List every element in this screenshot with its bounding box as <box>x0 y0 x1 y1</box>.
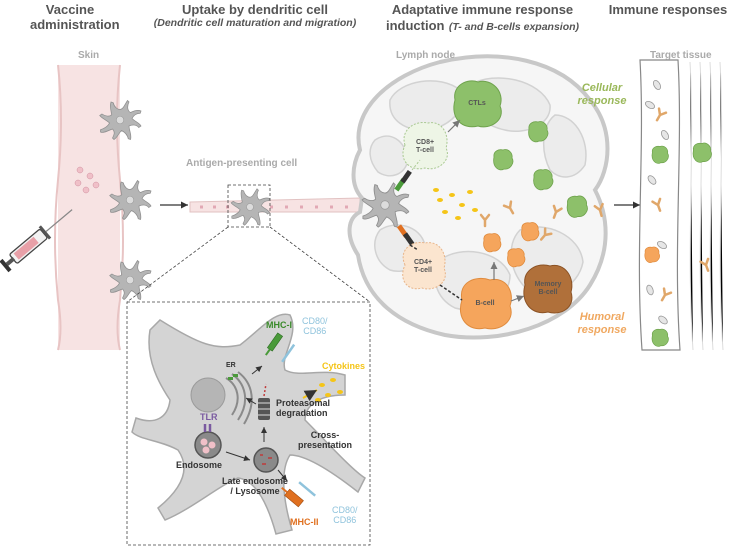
label-bcell: B-cell <box>475 300 495 307</box>
bcell <box>460 277 512 330</box>
syringe-icon <box>0 209 73 273</box>
label-skin: Skin <box>78 50 100 61</box>
cd80-top-icon <box>281 343 296 363</box>
label-memory-line1: Memory <box>534 281 562 288</box>
header-adaptive-line1: Adaptative immune response <box>391 2 574 17</box>
inset-label-cd80-top-line2: CD86 <box>303 326 327 336</box>
inset-nucleus <box>190 377 226 413</box>
inset-label-mhc2: MHC-II <box>290 517 319 527</box>
inset-label-late-endosome: Late endosome / Lysosome <box>222 476 288 496</box>
inset-label-cytokines: Cytokines <box>322 361 366 371</box>
label-humoral-line2: response <box>577 324 627 336</box>
cd8-tcell <box>402 121 448 170</box>
inset-endosome <box>194 431 222 459</box>
inset-label-late-endosome-line2: / Lysosome <box>230 486 280 496</box>
label-cd4: CD4+ T-cell <box>408 259 438 275</box>
label-lymph-node: Lymph node <box>396 50 456 61</box>
proteasome-icon <box>258 398 270 420</box>
skin-strip <box>58 65 120 350</box>
tlr-icon <box>203 424 212 432</box>
inset-label-mhc1: MHC-I <box>266 320 292 330</box>
label-ctls: CTLs <box>468 100 486 107</box>
header-adaptive-sub: (T- and B-cells expansion) <box>448 21 580 33</box>
mhc2-icon <box>281 486 304 508</box>
inset-label-cd80-top: CD80/ CD86 <box>302 316 328 336</box>
header-vaccine-line2: administration <box>30 17 120 32</box>
label-cellular-response: Cellular response <box>572 82 632 108</box>
inset-label-cd80-top-line1: CD80/ <box>302 316 328 326</box>
inset-label-proteasomal-line2: degradation <box>276 408 328 418</box>
inset-label-cd80-bottom-line2: CD86 <box>333 515 357 525</box>
header-uptake: Uptake by dendritic cell (Dendritic cell… <box>140 2 370 29</box>
inset-label-cd80-bottom-line1: CD80/ <box>332 505 358 515</box>
header-uptake-title: Uptake by dendritic cell <box>182 2 328 17</box>
header-adaptive-line2: induction (T- and B-cells expansion) <box>380 17 585 35</box>
mhc1-icon <box>265 332 284 356</box>
inset-late-endosome <box>253 447 279 473</box>
inset-label-tlr: TLR <box>200 412 218 422</box>
label-humoral-line1: Humoral <box>579 311 625 323</box>
target-vessel <box>638 59 681 351</box>
label-cellular-line2: response <box>577 95 627 107</box>
label-memory-bcell: Memory B-cell <box>530 281 566 297</box>
header-adaptive-induction: induction <box>385 18 445 33</box>
memory-bcell <box>523 264 573 314</box>
header-adaptive: Adaptative immune response induction (T-… <box>380 2 585 35</box>
inset-label-proteasomal-line1: Proteasomal <box>276 398 331 408</box>
inset-label-cross: Cross- presentation <box>298 430 352 450</box>
cd80-bottom-icon <box>298 481 316 497</box>
inset-label-endosome: Endosome <box>176 460 223 470</box>
label-cd8-line2: T-cell <box>416 147 434 154</box>
label-cd8-line1: CD8+ <box>415 139 435 146</box>
label-apc: Antigen-presenting cell <box>186 158 298 169</box>
inset-label-cross-line2: presentation <box>298 440 353 450</box>
cd4-tcell <box>402 241 446 290</box>
ctls-cell <box>453 80 502 128</box>
inset-label-er: ER <box>226 362 236 369</box>
inset-label-cross-line1: Cross- <box>310 430 340 440</box>
header-vaccine-line1: Vaccine <box>45 2 95 17</box>
label-cellular-line1: Cellular <box>581 82 623 94</box>
header-uptake-sub: (Dendritic cell maturation and migration… <box>153 17 357 29</box>
label-cd4-line1: CD4+ <box>413 259 433 266</box>
header-immune: Immune responses <box>608 2 728 17</box>
inset-label-late-endosome-line1: Late endosome <box>222 476 289 486</box>
label-target-tissue: Target tissue <box>650 50 712 61</box>
inset-label-cd80-bottom: CD80/ CD86 <box>332 505 358 525</box>
vaccine-particles <box>74 166 100 194</box>
label-humoral-response: Humoral response <box>572 311 632 337</box>
label-cd8: CD8+ T-cell <box>410 139 440 155</box>
label-memory-line2: B-cell <box>538 289 558 296</box>
inset-label-proteasomal: Proteasomal degradation <box>276 398 330 418</box>
header-vaccine: Vaccine administration <box>30 2 120 32</box>
inset-dendritic-cell <box>131 313 366 535</box>
label-cd4-line2: T-cell <box>414 267 432 274</box>
